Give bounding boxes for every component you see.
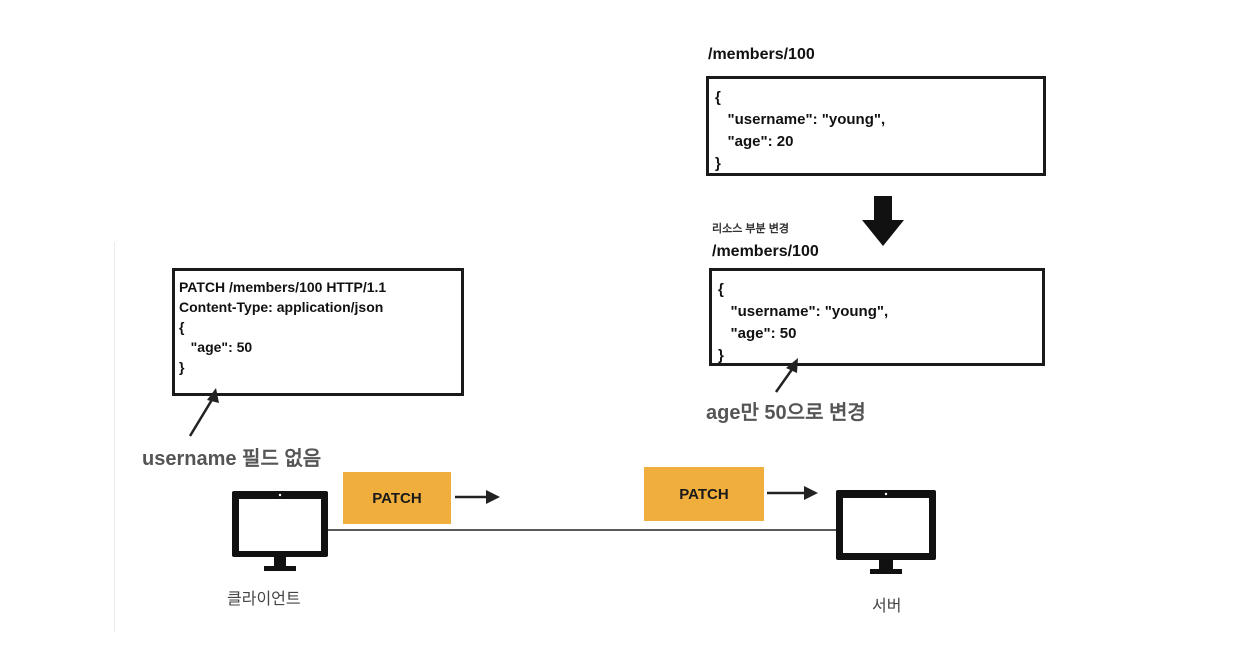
code-line: "username": "young", xyxy=(718,303,889,320)
left-guide-line xyxy=(114,242,115,632)
resource-before-box: { "username": "young", "age": 20 } xyxy=(706,76,1046,176)
code-line: } xyxy=(718,347,724,364)
body-line: { xyxy=(179,319,185,335)
resource-path-before: /members/100 xyxy=(708,46,815,63)
body-line: } xyxy=(179,359,185,375)
down-arrow-icon xyxy=(862,196,904,246)
client-method-box: PATCH xyxy=(343,472,451,524)
request-line: PATCH /members/100 HTTP/1.1 xyxy=(179,279,387,295)
body-line: "age": 50 xyxy=(179,339,253,355)
server-label: 서버 xyxy=(872,598,902,615)
client-monitor-icon xyxy=(232,491,328,571)
client-method-label: PATCH xyxy=(372,489,422,507)
server-direction-arrow xyxy=(767,486,818,500)
age-changed-note: age만 50으로 변경 xyxy=(706,402,866,424)
client-label: 클라이언트 xyxy=(227,591,301,608)
resource-path-after: /members/100 xyxy=(712,243,819,260)
header-line: Content-Type: application/json xyxy=(179,299,384,315)
code-line: "age": 20 xyxy=(715,133,794,150)
code-line: "username": "young", xyxy=(715,111,886,128)
change-label: 리소스 부분 변경 xyxy=(712,223,789,235)
request-direction-arrow xyxy=(455,490,500,504)
request-message-box: PATCH /members/100 HTTP/1.1 Content-Type… xyxy=(172,268,464,396)
code-line: "age": 50 xyxy=(718,325,797,342)
no-username-note: username 필드 없음 xyxy=(142,448,322,470)
arrow-to-age xyxy=(774,358,798,393)
code-line: { xyxy=(715,89,721,106)
server-method-label: PATCH xyxy=(679,485,729,503)
code-line: } xyxy=(715,155,721,172)
server-method-box: PATCH xyxy=(644,467,764,521)
server-monitor-icon xyxy=(836,490,936,574)
arrow-to-request xyxy=(188,388,219,437)
code-line: { xyxy=(718,281,724,298)
resource-after-box: { "username": "young", "age": 50 } xyxy=(709,268,1045,366)
